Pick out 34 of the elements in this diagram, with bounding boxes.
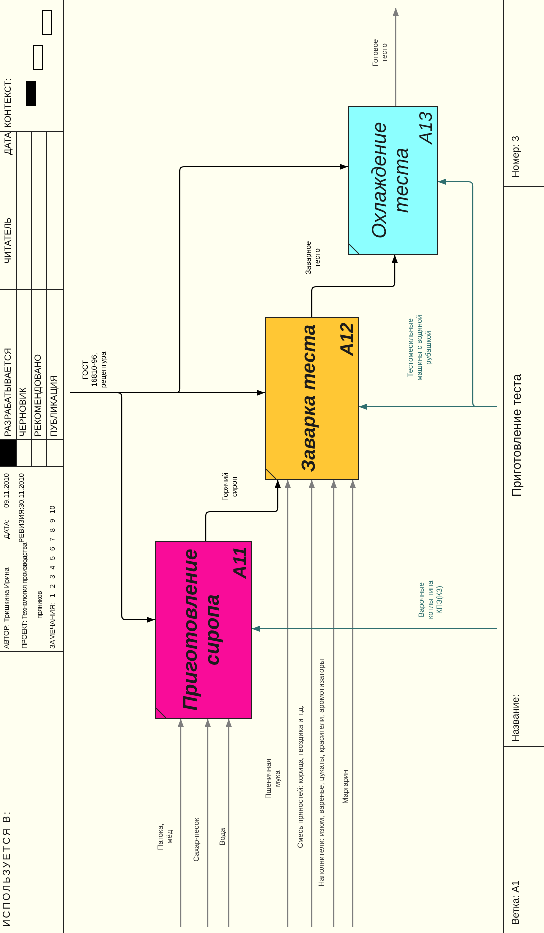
- arrow: [178, 719, 184, 927]
- status-text: РЕКОМЕНДОВАНО: [32, 354, 44, 437]
- status-text: ЧЕРНОВИК: [17, 388, 29, 437]
- title-label: Название:: [511, 694, 523, 742]
- arrow: [311, 255, 398, 317]
- process-title: Охлаждение теста: [369, 121, 413, 241]
- number-label: Номер: 3: [511, 136, 523, 178]
- arrow: [350, 480, 356, 927]
- arrow: [205, 480, 281, 541]
- node-label: Ветка: A1: [511, 880, 523, 925]
- arrow: [331, 480, 337, 927]
- arrow: [309, 480, 315, 927]
- process-box: [155, 541, 252, 719]
- process-box: [265, 317, 359, 480]
- arrow: [438, 179, 497, 408]
- process-title: Заварка теста: [299, 324, 321, 474]
- node-number: A12: [338, 323, 356, 356]
- arrow: [393, 8, 399, 106]
- status-text: ПУБЛИКАЦИЯ: [48, 376, 60, 437]
- node-number: A13: [417, 112, 435, 144]
- date-label: ДАТА: [2, 132, 14, 155]
- process-box: [348, 106, 438, 255]
- arrow: [252, 626, 497, 632]
- status-text: РАЗРАБАТЫВАЕТСЯ: [2, 348, 14, 437]
- arrow: [226, 719, 232, 927]
- node-number: A11: [231, 547, 249, 579]
- used-in-label: ИСПОЛЬЗУЕТСЯ В:: [2, 810, 14, 927]
- context-label: КОНТЕКСТ:: [2, 78, 14, 128]
- arrow: [205, 719, 211, 927]
- process-title: Приготовление сиропа: [180, 548, 224, 713]
- reader-label: ЧИТАТЕЛЬ: [2, 218, 14, 264]
- arrow: [70, 164, 348, 394]
- diagram-title: Приготовление теста: [510, 374, 525, 497]
- arrow: [285, 480, 291, 927]
